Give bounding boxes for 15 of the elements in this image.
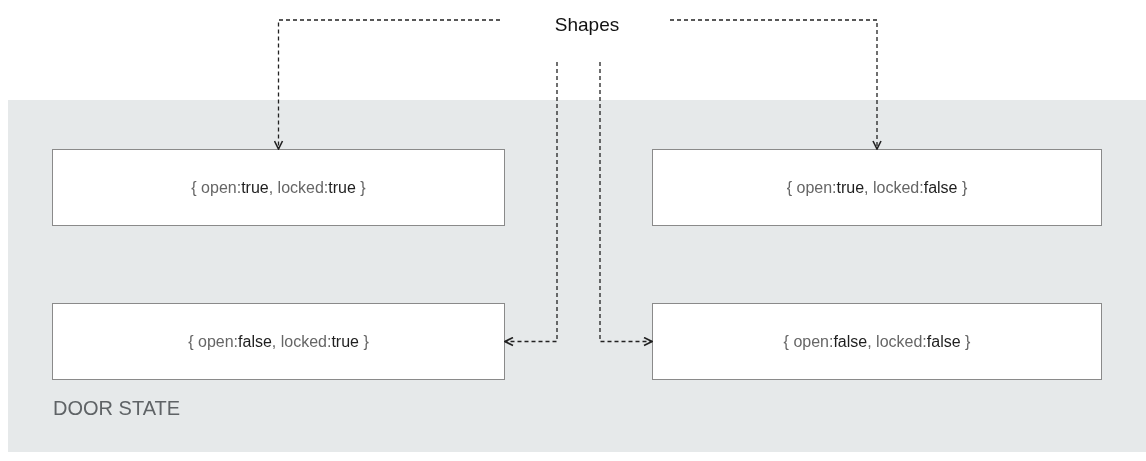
node-label: Shapes xyxy=(554,14,620,36)
group-panel xyxy=(8,100,1146,452)
state-box xyxy=(652,303,1102,380)
dashed-arrow xyxy=(669,19,882,150)
state-box xyxy=(52,303,505,380)
state-text: { open:false, locked:false } xyxy=(783,332,971,351)
dashed-arrow xyxy=(273,19,501,150)
state-text: { open:false, locked:true } xyxy=(188,332,369,351)
state-box xyxy=(52,149,505,226)
dashed-arrow xyxy=(599,61,653,347)
state-text: { open:true, locked:false } xyxy=(786,178,968,197)
group-label: DOOR STATE xyxy=(53,397,181,420)
state-text: { open:true, locked:true } xyxy=(191,178,366,197)
state-box xyxy=(652,149,1102,226)
dashed-arrow xyxy=(504,61,558,347)
